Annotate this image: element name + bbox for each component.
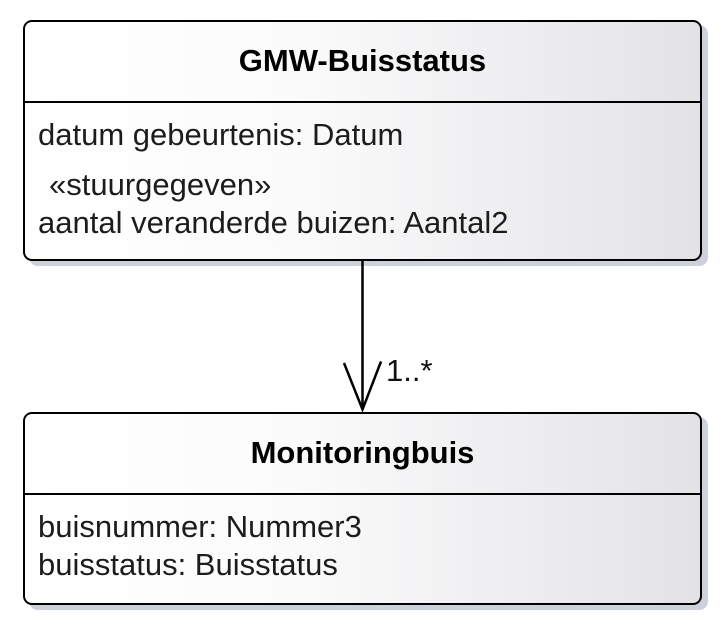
attribute-line: buisstatus: Buisstatus: [38, 546, 338, 582]
class-name: Monitoringbuis: [250, 435, 475, 471]
attribute-line: aantal veranderde buizen: Aantal2: [38, 204, 509, 240]
class-attributes-compartment: buisnummer: Nummer3 buisstatus: Buisstat…: [25, 495, 700, 584]
class-box-gmw-buisstatus: GMW-Buisstatus datum gebeurtenis: Datum …: [23, 20, 702, 261]
attribute-line: datum gebeurtenis: Datum: [38, 116, 404, 152]
class-box-monitoringbuis: Monitoringbuis buisnummer: Nummer3 buiss…: [23, 412, 702, 605]
multiplicity-label: 1..*: [386, 353, 433, 388]
class-name: GMW-Buisstatus: [238, 43, 487, 79]
stereotype-label: «stuurgegeven»: [49, 166, 272, 202]
class-name-compartment: Monitoringbuis: [25, 414, 700, 495]
open-arrowhead-icon: [342, 361, 383, 413]
attribute-line: buisnummer: Nummer3: [38, 508, 362, 544]
class-name-compartment: GMW-Buisstatus: [25, 22, 700, 103]
class-attributes-compartment: datum gebeurtenis: Datum «stuurgegeven» …: [25, 103, 700, 242]
